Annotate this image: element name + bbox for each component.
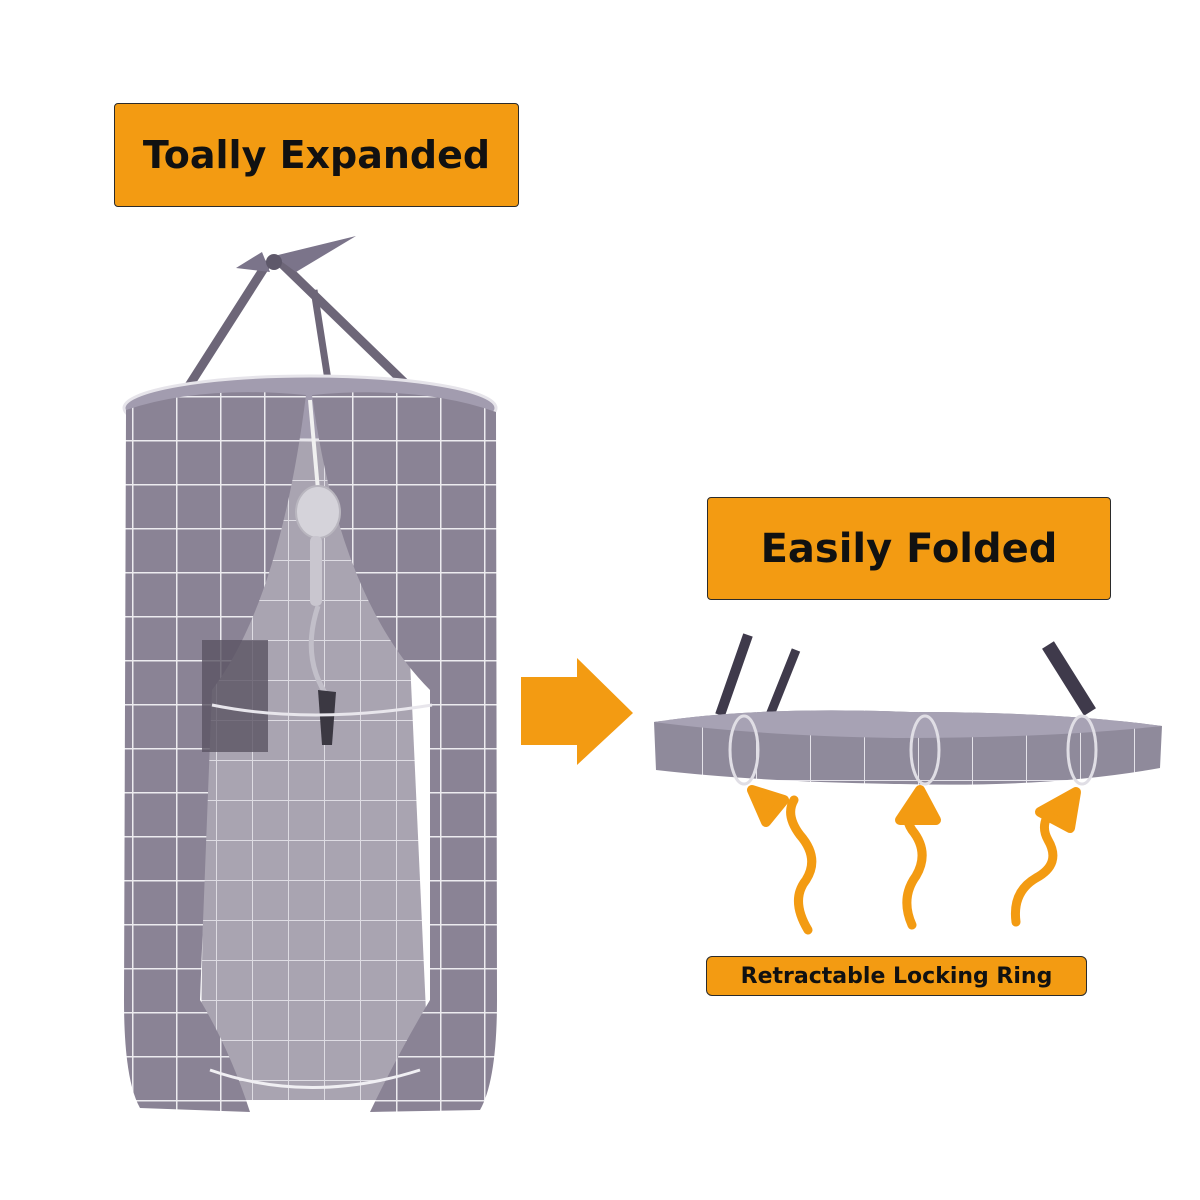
easily-folded-label: Easily Folded: [707, 497, 1111, 600]
totally-expanded-label: Toally Expanded: [114, 103, 519, 207]
shower-tent-folded: [654, 633, 1162, 786]
pointer-arrows: [747, 785, 1081, 935]
right-arrow-icon: [521, 658, 633, 765]
locking-ring-icon: [728, 714, 1098, 786]
side-pocket: [202, 640, 268, 752]
squiggle-arrow-icon: [786, 795, 817, 935]
shower-tent-expanded: [122, 236, 498, 1113]
shower-head-icon: [295, 485, 341, 745]
hanging-strap: [181, 236, 414, 395]
locking-ring-label: Retractable Locking Ring: [706, 956, 1087, 996]
squiggle-arrow-icon: [1010, 801, 1061, 927]
